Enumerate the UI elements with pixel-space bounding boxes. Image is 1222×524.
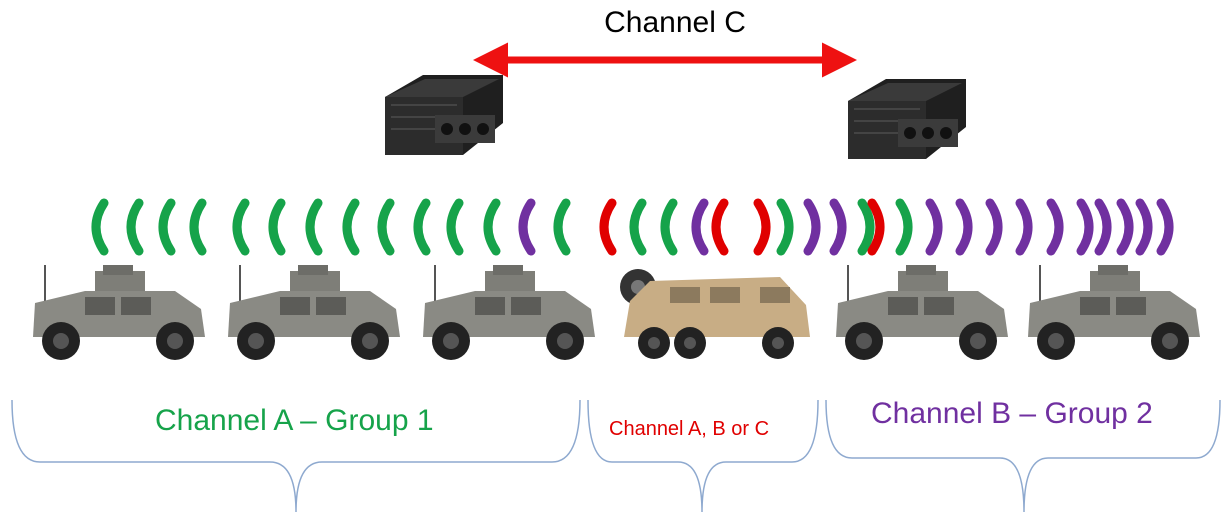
brace-middle (587, 399, 819, 513)
signal-arc-green (660, 198, 678, 256)
signal-arc-green (268, 198, 286, 256)
signal-arc-purple (1135, 198, 1153, 256)
signal-arc-green (857, 198, 875, 256)
group-a-label: Channel A – Group 1 (155, 404, 434, 437)
humvee-vehicle (1028, 265, 1200, 360)
signal-arc-purple (1094, 198, 1112, 256)
signal-arc-purple (829, 198, 847, 256)
signal-arc-purple (803, 198, 821, 256)
radio-unit-right (848, 79, 966, 159)
signal-arc-green (629, 198, 647, 256)
signal-arc-green (232, 198, 250, 256)
radio-unit-left (385, 75, 503, 155)
signal-arc-green (342, 198, 360, 256)
signal-arc-purple (1156, 198, 1174, 256)
signal-arc-purple (1116, 198, 1134, 256)
signal-arc-red (753, 198, 771, 256)
signal-arc-red (711, 198, 729, 256)
signal-arc-purple (1015, 198, 1033, 256)
signal-arc-red (599, 198, 617, 256)
humvee-vehicle (228, 265, 400, 360)
signal-arc-green (413, 198, 431, 256)
signal-arc-red (867, 198, 885, 256)
vehicle-row (33, 265, 1200, 360)
signal-arc-green (158, 198, 176, 256)
signal-arc-purple (985, 198, 1003, 256)
signal-arc-green (126, 198, 144, 256)
signal-arc-green (776, 198, 794, 256)
signal-arc-purple (955, 198, 973, 256)
signal-arc-purple (925, 198, 943, 256)
signal-arcs (91, 198, 1174, 256)
signal-arc-purple (691, 198, 709, 256)
signal-arc-green (895, 198, 913, 256)
brace-group-a (11, 399, 581, 513)
signal-arc-green (483, 198, 501, 256)
group-b-label: Channel B – Group 2 (871, 397, 1153, 430)
signal-arc-green (446, 198, 464, 256)
signal-arc-green (305, 198, 323, 256)
mrap-vehicle (620, 269, 810, 359)
signal-arc-purple (1046, 198, 1064, 256)
signal-arc-purple (518, 198, 536, 256)
channel-c-title: Channel C (604, 6, 746, 39)
signal-arc-green (553, 198, 571, 256)
signal-arc-green (189, 198, 207, 256)
brace-group-b (825, 399, 1221, 513)
signal-arc-purple (1076, 198, 1094, 256)
humvee-vehicle (423, 265, 595, 360)
signal-arc-green (377, 198, 395, 256)
middle-label: Channel A, B or C (609, 418, 770, 440)
signal-arc-green (91, 198, 109, 256)
humvee-vehicle (33, 265, 205, 360)
humvee-vehicle (836, 265, 1008, 360)
